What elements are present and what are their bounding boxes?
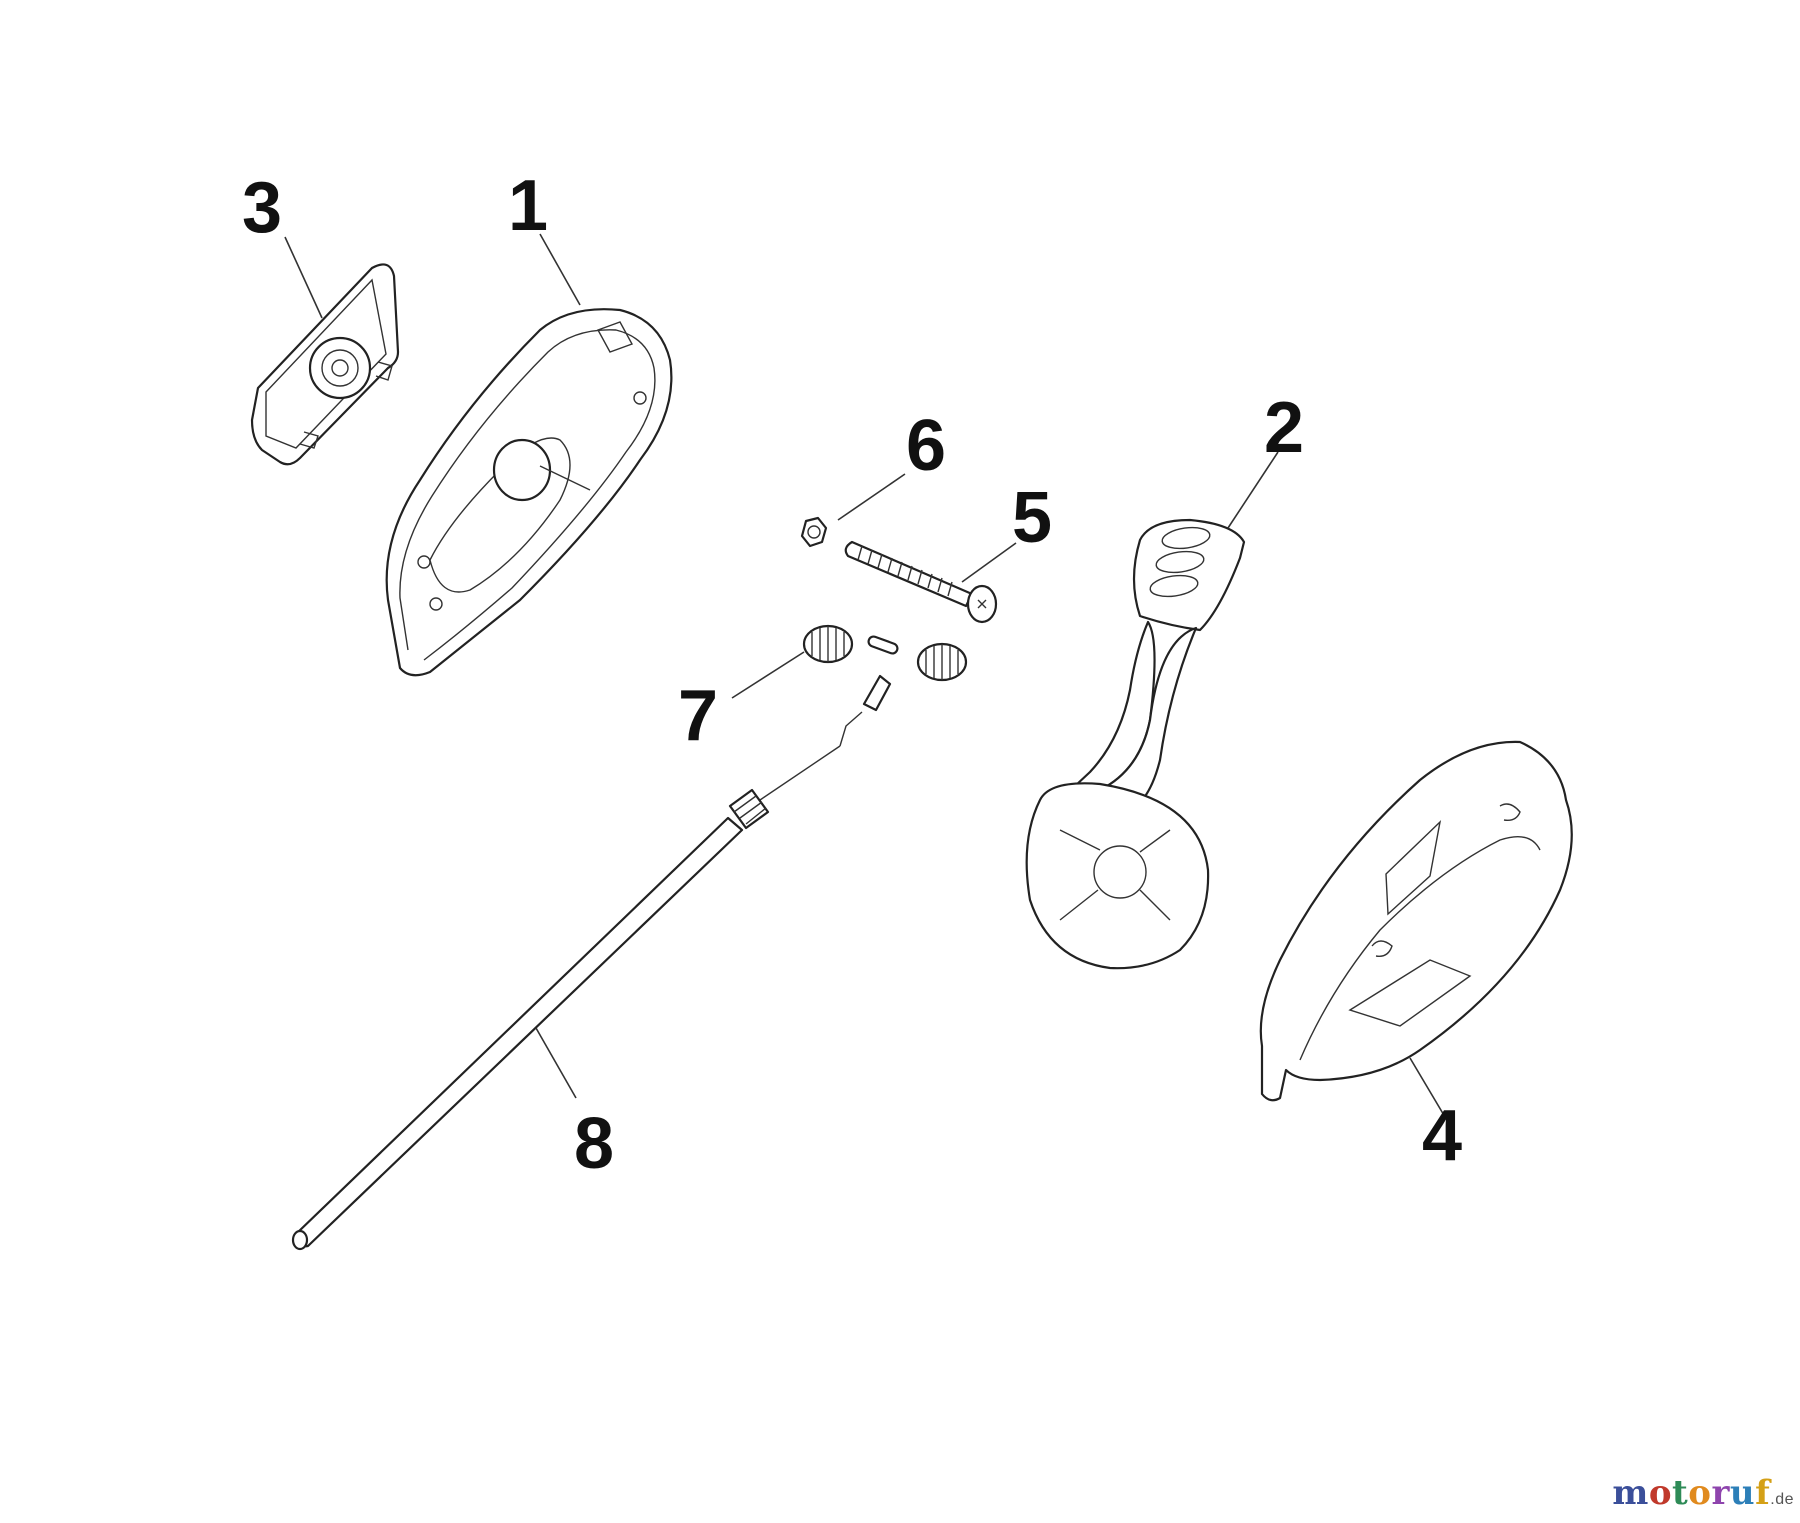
watermark-letter: t: [1672, 1473, 1689, 1513]
watermark-letter: f: [1755, 1473, 1771, 1513]
callout-8: 8: [574, 1104, 614, 1184]
part-4-handle-housing: [1259, 740, 1573, 1102]
watermark-letter: u: [1729, 1473, 1756, 1513]
watermark-letter: o: [1648, 1473, 1673, 1513]
watermark-tld: .de: [1770, 1491, 1794, 1508]
callout-labels: 3 1 2 6 5 7 8 4: [242, 166, 1462, 1184]
watermark-letter: r: [1711, 1473, 1730, 1513]
part-2-control-lever: [1025, 518, 1246, 970]
part-7-springs: [802, 624, 968, 682]
part-1-handle-housing: [385, 308, 673, 677]
part-5-screw: [844, 540, 998, 624]
watermark-letter: o: [1688, 1473, 1712, 1513]
callout-6: 6: [906, 406, 946, 486]
watermark-letter: m: [1612, 1473, 1649, 1513]
callout-3: 3: [242, 168, 282, 248]
callout-7: 7: [678, 676, 718, 756]
leader-lines: [284, 233, 1449, 1123]
part-3-cover-plate: [250, 263, 400, 466]
callout-5: 5: [1012, 478, 1052, 558]
watermark-logo: motoruf.de: [1612, 1473, 1794, 1513]
callout-2: 2: [1264, 388, 1304, 468]
part-6-hex-nut: [800, 516, 828, 548]
callout-1: 1: [508, 166, 548, 246]
part-8-bowden-cable: [291, 674, 892, 1251]
callout-4: 4: [1422, 1096, 1462, 1176]
